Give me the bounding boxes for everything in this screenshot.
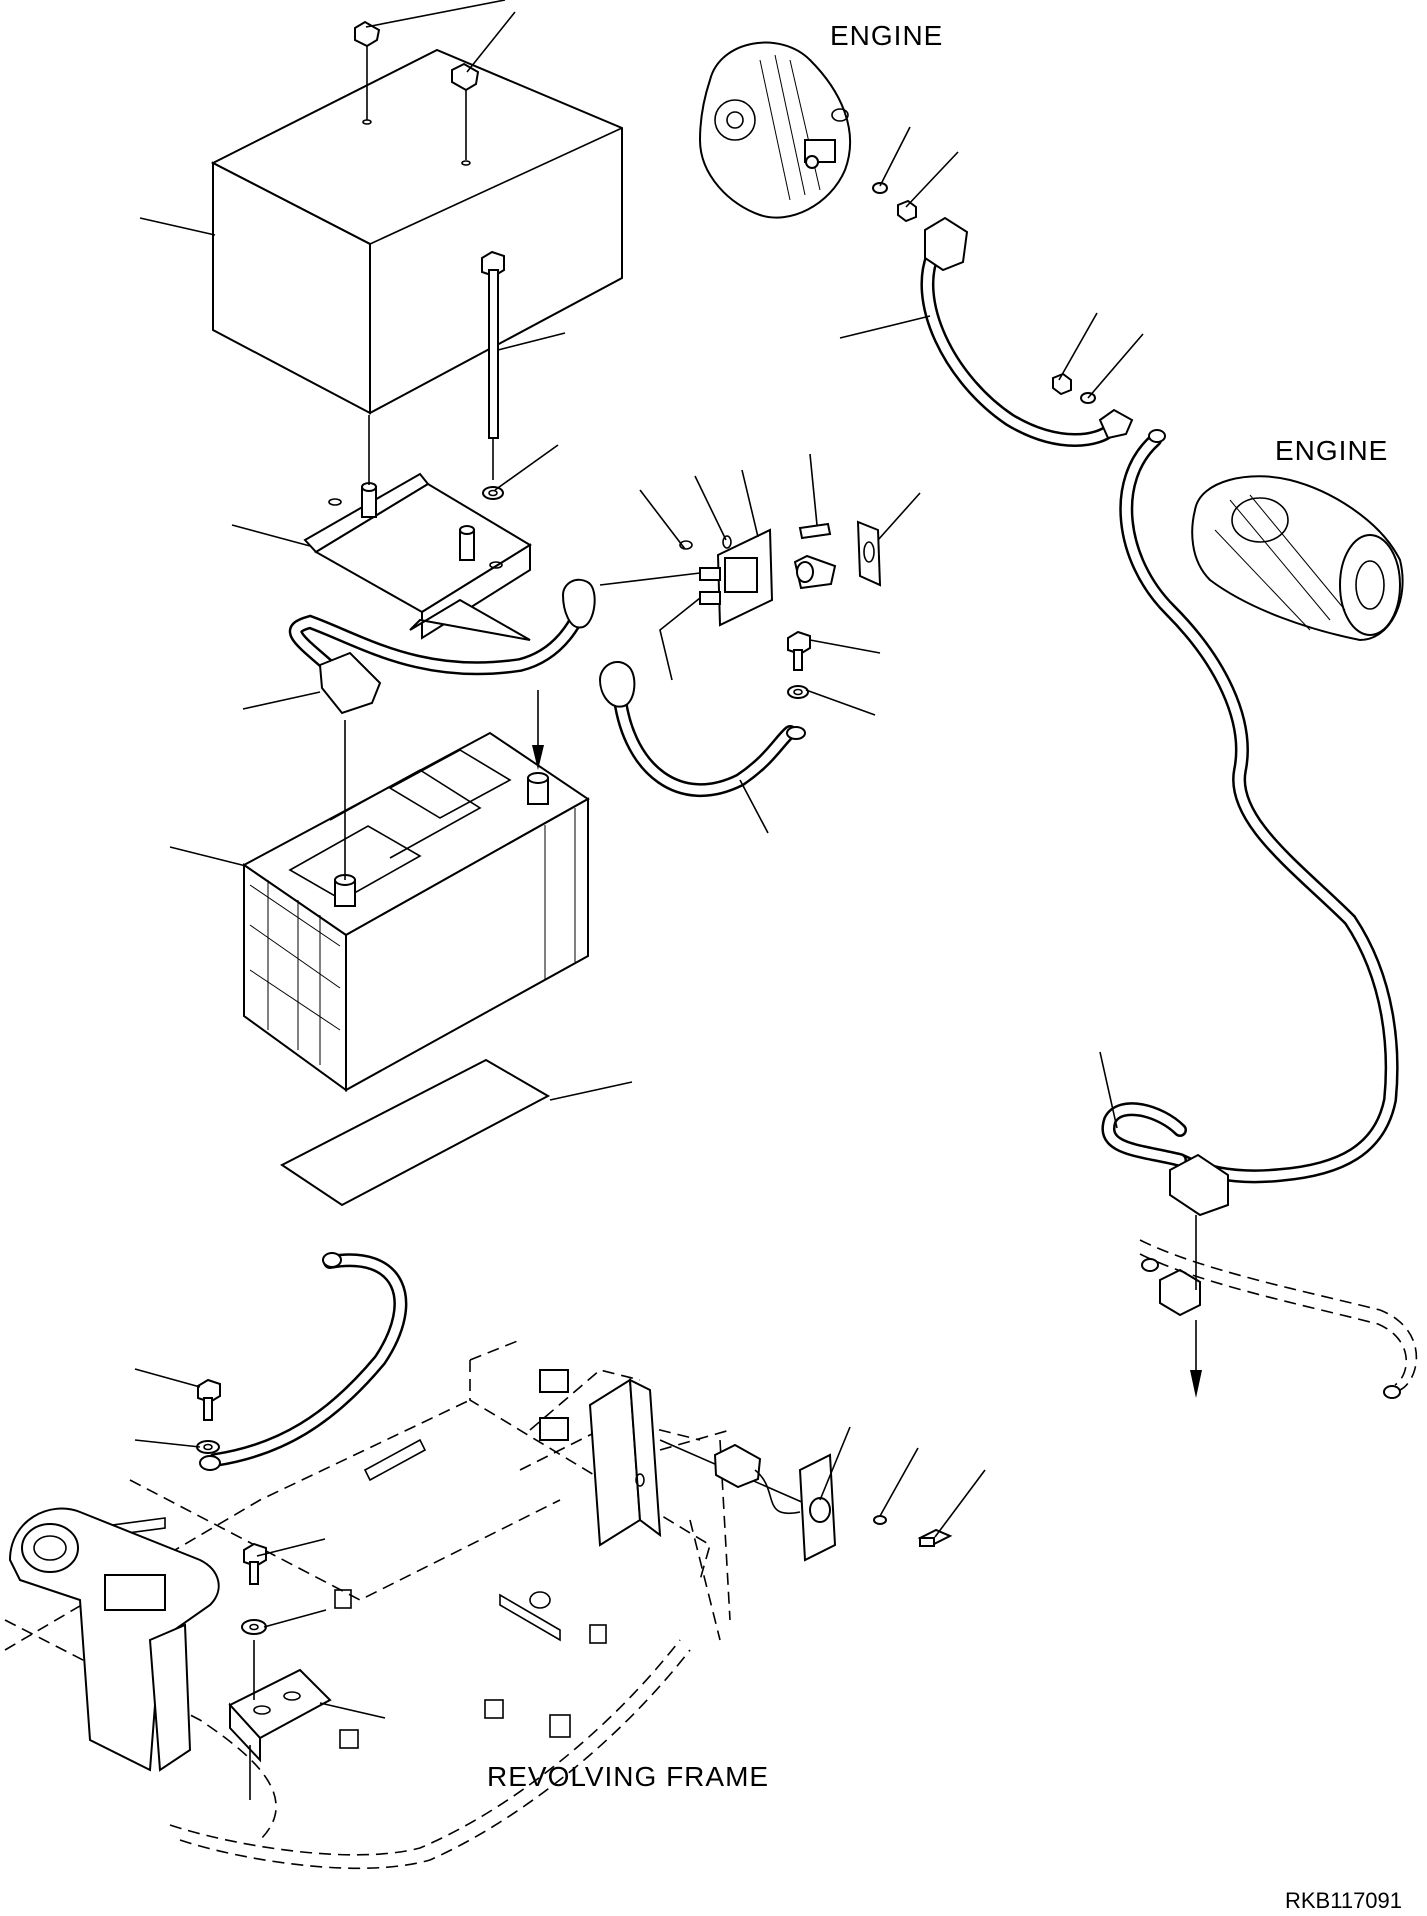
gasket: [856, 520, 882, 587]
battery-cover: [210, 48, 623, 415]
bolt: [787, 630, 811, 671]
battery-bracket: [303, 415, 532, 641]
engine-label-right: ENGINE: [1275, 435, 1388, 466]
washer: [787, 685, 809, 699]
relay-cable: [598, 661, 806, 797]
washer: [872, 182, 888, 194]
wing-nut: [451, 62, 480, 160]
washer: [873, 1515, 887, 1525]
revolving-frame: [4, 1339, 731, 1870]
bolt: [917, 1528, 953, 1547]
connector-harness: [713, 1443, 837, 1562]
washer: [482, 486, 504, 500]
battery-relay: [599, 522, 837, 681]
nut: [1052, 372, 1072, 396]
battery: [242, 731, 590, 1092]
relay-bracket: [539, 1369, 821, 1547]
battery-mat: [280, 1058, 551, 1207]
starter-cable: [1101, 429, 1399, 1217]
starter-motor: [1191, 475, 1404, 642]
bolt: [243, 1542, 267, 1585]
washer: [196, 1440, 220, 1454]
frame-bracket: [8, 1507, 220, 1772]
wing-nut: [354, 20, 381, 120]
arrow-down-icon: [532, 690, 544, 770]
battery-cable: [288, 578, 596, 880]
alternator-cable: [920, 216, 1134, 447]
nut: [897, 199, 917, 223]
engine-label-top: ENGINE: [830, 20, 943, 51]
ground-cable: [199, 1252, 408, 1471]
alternator: [698, 41, 852, 219]
drawing-code: RKB117091: [1285, 1888, 1402, 1913]
washer: [241, 1619, 267, 1635]
ground-lead: [1139, 1239, 1418, 1399]
hold-down-rod: [481, 250, 505, 480]
mounting-bracket: [228, 1640, 332, 1800]
leader-lines: [134, 0, 1144, 1719]
revolving-frame-label: REVOLVING FRAME: [487, 1761, 769, 1792]
terminal-clamp: [1141, 1215, 1201, 1317]
arrow-down-icon: [1190, 1320, 1202, 1398]
bolt: [197, 1378, 221, 1421]
